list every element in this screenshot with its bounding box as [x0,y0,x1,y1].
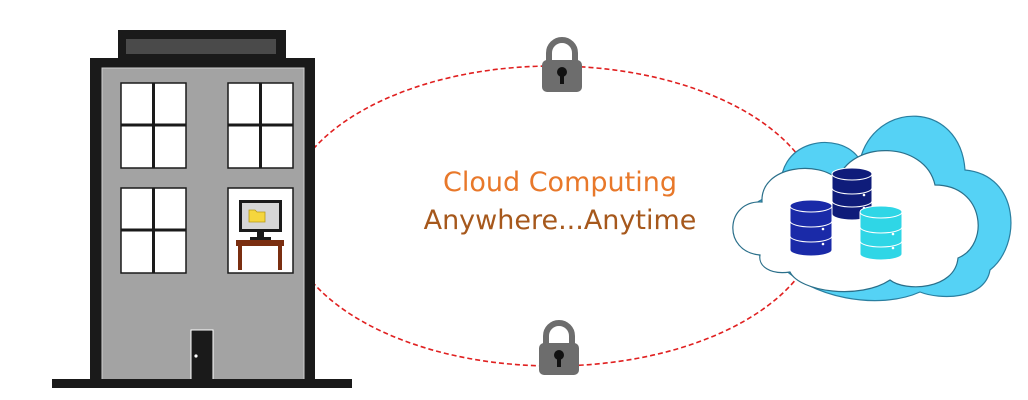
folder-icon [248,209,266,223]
padlock-icon [539,320,579,375]
database-icon [859,205,903,261]
diagram-title: Cloud Computing [443,167,677,198]
desk [236,240,284,270]
building-base [52,379,352,388]
building-door [190,329,214,381]
database-icon [789,199,833,257]
window-office [227,187,294,274]
office-building [52,30,352,388]
window-top-right [227,82,294,169]
database-icon [831,167,873,221]
window-bottom-left [120,187,187,274]
window-top-left [120,82,187,169]
padlock-icon [542,37,582,92]
diagram-subtitle: Anywhere...Anytime [423,205,697,236]
roof-vent [126,39,276,54]
